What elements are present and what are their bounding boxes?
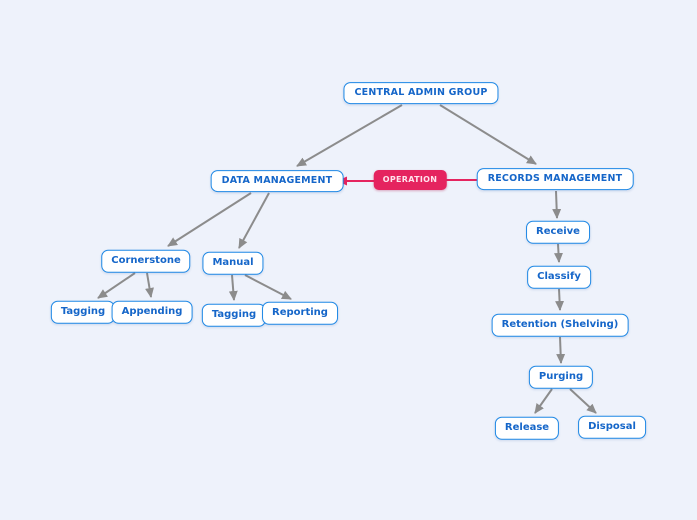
edge-manual-to-tagging [228, 274, 238, 301]
edge-manual-to-reporting [244, 274, 292, 300]
edge-records-to-receive [552, 190, 562, 219]
edge-purging-to-disposal [569, 388, 597, 414]
node-release[interactable]: Release [494, 416, 560, 440]
node-receive[interactable]: Receive [526, 220, 590, 244]
edge-data-to-cornerstone [167, 192, 252, 247]
node-retention-shelving[interactable]: Retention (Shelving) [491, 313, 629, 337]
node-cornerstone[interactable]: Cornerstone [101, 249, 191, 273]
node-tagging-manual[interactable]: Tagging [201, 303, 267, 327]
edge-classify-to-retention [555, 288, 565, 311]
edge-purging-to-release [534, 388, 553, 414]
node-operation-label[interactable]: OPERATION [373, 170, 447, 190]
node-classify[interactable]: Classify [527, 265, 591, 289]
node-manual[interactable]: Manual [202, 251, 264, 275]
node-purging[interactable]: Purging [528, 365, 594, 389]
edge-retention-to-purging [556, 336, 566, 364]
node-records-management[interactable]: RECORDS MANAGEMENT [476, 168, 634, 190]
edge-data-to-manual [238, 192, 270, 249]
edge-cornerstone-to-appending [145, 272, 154, 298]
node-tagging-cornerstone[interactable]: Tagging [50, 300, 116, 324]
node-appending[interactable]: Appending [111, 300, 193, 324]
edge-central-to-records [439, 104, 537, 165]
node-disposal[interactable]: Disposal [578, 415, 646, 439]
node-reporting[interactable]: Reporting [262, 301, 338, 325]
edge-cornerstone-to-tagging [97, 272, 136, 299]
edge-receive-to-classify [554, 243, 563, 263]
edge-central-to-data [296, 104, 403, 167]
node-central-admin-group[interactable]: CENTRAL ADMIN GROUP [343, 82, 499, 104]
node-data-management[interactable]: DATA MANAGEMENT [210, 170, 344, 192]
